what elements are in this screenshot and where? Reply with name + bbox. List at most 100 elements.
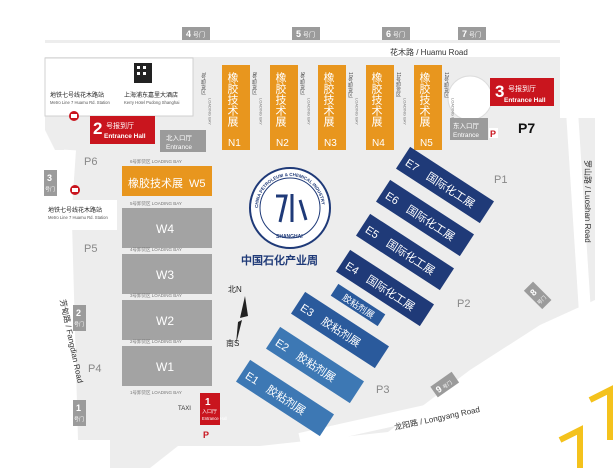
metro-west-en: Metro Line 7 Huamu Rd. Station — [48, 215, 108, 220]
entrance-hall-3[interactable]: 3 号报到厅 Entrance Hall — [490, 78, 554, 106]
hall-N5[interactable]: 橡胶技术展 N5 11号卸货区 LOADING BAY — [395, 65, 442, 150]
bay-1: 1号卸货区 LOADING BAY — [130, 389, 182, 396]
logo-bottom-text: SHANGHAI — [276, 234, 303, 240]
gate-1: 1 号门 — [73, 400, 86, 426]
svg-text:W2: W2 — [156, 314, 174, 328]
hall-E4[interactable]: E4 国际化工展 — [335, 249, 435, 327]
svg-text:号门: 号门 — [441, 379, 453, 390]
svg-text:号门: 号门 — [74, 416, 84, 423]
svg-text:南S: 南S — [226, 338, 239, 348]
entrance-hall-1[interactable]: 1 入口厅 Entrance Hall — [200, 393, 227, 425]
station-block-west: 地铁七号线花木路站 Metro Line 7 Huamu Rd. Station — [45, 185, 117, 230]
svg-text:Entrance Hall: Entrance Hall — [504, 97, 546, 104]
metro-west-cn: 地铁七号线花木路站 — [48, 206, 102, 214]
svg-text:2: 2 — [76, 308, 81, 318]
gate-8: 8 号门 — [523, 281, 552, 310]
parking-p7: P7 — [518, 120, 535, 136]
parking-p2: P2 — [457, 298, 470, 310]
hall-W4[interactable]: W4 5号卸货区 LOADING BAY — [122, 200, 212, 248]
svg-text:11号卸货区: 11号卸货区 — [395, 72, 401, 98]
svg-text:橡胶技术展: 橡胶技术展 — [322, 72, 335, 128]
metro-icon — [69, 111, 79, 121]
svg-text:1: 1 — [76, 403, 81, 413]
station-block-north: 地铁七号线花木路站 Metro Line 7 Huamu Rd. Station… — [44, 57, 194, 121]
gate-5: 5 号门 — [292, 27, 320, 40]
hall-N2[interactable]: 橡胶技术展 N2 8号卸货区 LOADING BAY — [251, 65, 298, 150]
svg-text:2号卸货区 LOADING BAY: 2号卸货区 LOADING BAY — [130, 338, 182, 345]
entrance-hall-2[interactable]: 2 号报到厅 Entrance Hall — [90, 116, 155, 144]
svg-text:W4: W4 — [156, 222, 174, 236]
gate-6: 6 号门 — [382, 27, 410, 40]
svg-text:LOADING BAY: LOADING BAY — [307, 98, 312, 125]
taxi-label: TAXI — [178, 406, 191, 412]
svg-text:Entrance: Entrance — [453, 132, 479, 139]
hall-E1[interactable]: E1 胶粘剂展 — [235, 359, 335, 437]
svg-text:7号卸货区: 7号卸货区 — [200, 72, 206, 95]
svg-text:N5: N5 — [420, 138, 433, 149]
svg-text:橡胶技术展: 橡胶技术展 — [370, 72, 383, 128]
road-luoshan: 罗山路 / Luoshan Road — [583, 160, 593, 243]
svg-text:入口厅: 入口厅 — [202, 409, 217, 415]
road-huamu: 花木路 / Huamu Road — [390, 47, 468, 57]
logo-name-cn: 中国石化产业周 — [241, 253, 318, 267]
svg-text:P: P — [203, 430, 209, 440]
svg-text:W1: W1 — [156, 360, 174, 374]
svg-text:北N: 北N — [228, 285, 242, 294]
entrance-north[interactable]: 北入口厅 Entrance — [160, 130, 206, 152]
metro-north-en: Metro Line 7 Huamu Rd. Station — [50, 100, 110, 105]
svg-text:N1: N1 — [228, 138, 241, 149]
hotel-cn: 上海浦东嘉里大酒店 — [124, 91, 178, 99]
halls-west: W4 5号卸货区 LOADING BAY W3 4号卸货区 LOADING BA… — [122, 200, 212, 396]
gate-4: 4 号门 — [182, 27, 210, 40]
hall-N4[interactable]: 橡胶技术展 N4 10号卸货区 LOADING BAY — [347, 65, 394, 150]
parking-icon: P — [203, 430, 209, 440]
hall-W3[interactable]: W3 4号卸货区 LOADING BAY — [122, 246, 212, 294]
svg-text:号门: 号门 — [393, 31, 405, 39]
svg-text:4: 4 — [186, 29, 191, 39]
svg-text:橡胶技术展: 橡胶技术展 — [418, 72, 431, 128]
hall-W5[interactable]: 橡胶技术展 W5 6号卸货区 LOADING BAY — [122, 158, 212, 196]
svg-text:号门: 号门 — [303, 31, 315, 39]
svg-text:4号卸货区 LOADING BAY: 4号卸货区 LOADING BAY — [130, 246, 182, 253]
building-icon — [134, 63, 152, 83]
svg-text:Entrance Hall: Entrance Hall — [202, 416, 227, 421]
svg-text:N3: N3 — [324, 138, 337, 149]
svg-text:LOADING BAY: LOADING BAY — [355, 98, 360, 125]
hall-N3[interactable]: 橡胶技术展 N3 9号卸货区 LOADING BAY — [299, 65, 346, 150]
metro-icon — [70, 185, 80, 195]
parking-p6: P6 — [84, 156, 97, 168]
parking-p4: P4 — [88, 363, 101, 375]
svg-text:号门: 号门 — [74, 321, 84, 328]
svg-text:3: 3 — [495, 82, 504, 101]
svg-text:5: 5 — [296, 29, 301, 39]
svg-text:2: 2 — [93, 119, 102, 138]
hotel-en: Kerry Hotel Pudong Shanghai — [124, 100, 179, 105]
svg-text:N4: N4 — [372, 138, 385, 149]
entrance-east[interactable]: 东入口厅 Entrance — [450, 118, 488, 140]
logo-glyph — [276, 194, 308, 223]
svg-text:3: 3 — [47, 173, 52, 183]
svg-text:5号卸货区 LOADING BAY: 5号卸货区 LOADING BAY — [130, 200, 182, 207]
hall-N1[interactable]: 橡胶技术展 N1 7号卸货区 LOADING BAY — [200, 65, 250, 150]
svg-text:号门: 号门 — [45, 186, 55, 193]
svg-text:7: 7 — [462, 29, 467, 39]
svg-text:8号卸货区: 8号卸货区 — [251, 72, 257, 95]
svg-text:6: 6 — [386, 29, 391, 39]
svg-text:号门: 号门 — [469, 31, 481, 39]
hall-W1[interactable]: W1 2号卸货区 LOADING BAY — [122, 338, 212, 386]
gate-9: 9 号门 — [430, 371, 460, 398]
parking-p1: P1 — [494, 174, 507, 186]
svg-text:9: 9 — [434, 384, 444, 395]
svg-text:东入口厅: 东入口厅 — [453, 121, 480, 130]
hall-W2[interactable]: W2 3号卸货区 LOADING BAY — [122, 292, 212, 340]
svg-text:LOADING BAY: LOADING BAY — [208, 98, 213, 125]
svg-text:橡胶技术展: 橡胶技术展 — [226, 72, 239, 128]
svg-text:W5: W5 — [189, 178, 206, 190]
gate-2: 2 号门 — [73, 305, 86, 331]
metro-north-cn: 地铁七号线花木路站 — [50, 91, 104, 99]
svg-text:北入口厅: 北入口厅 — [166, 134, 193, 142]
svg-text:1: 1 — [205, 397, 211, 408]
svg-text:Entrance: Entrance — [166, 144, 192, 151]
svg-text:8: 8 — [528, 287, 539, 298]
